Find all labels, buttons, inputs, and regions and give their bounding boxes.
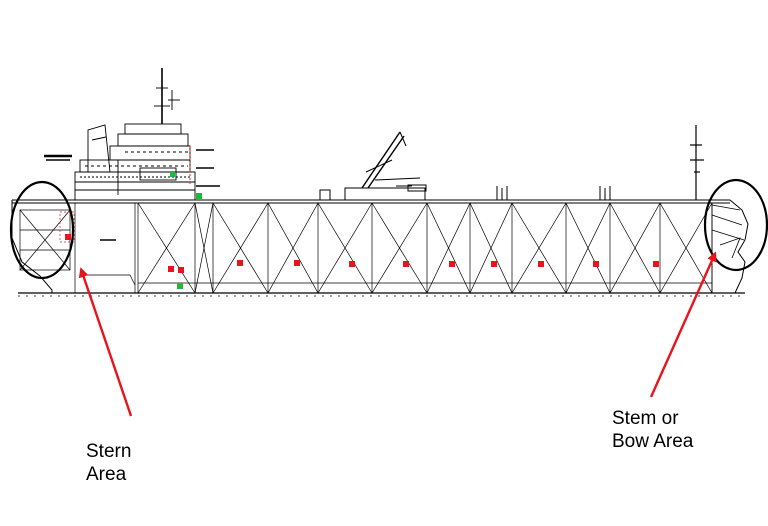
green-markers bbox=[170, 172, 202, 289]
bracing-line bbox=[317, 202, 373, 294]
cargo-holds bbox=[137, 202, 713, 294]
bracing-line bbox=[426, 202, 471, 294]
bracing-line bbox=[469, 202, 513, 294]
bow-highlight-ellipse bbox=[703, 178, 768, 272]
hull bbox=[11, 199, 749, 297]
red-marker bbox=[538, 261, 544, 267]
bracing-line bbox=[137, 202, 196, 294]
bracing-line bbox=[194, 202, 214, 294]
red-marker bbox=[294, 260, 300, 266]
red-marker bbox=[237, 260, 243, 266]
red-marker bbox=[349, 261, 355, 267]
engine-room bbox=[19, 203, 136, 293]
red-marker bbox=[491, 261, 497, 267]
stern-highlight-ellipse bbox=[9, 180, 75, 280]
red-marker bbox=[449, 261, 455, 267]
bracing-line bbox=[659, 202, 713, 294]
superstructure bbox=[44, 68, 220, 201]
bow-arrow bbox=[649, 251, 717, 398]
deck-crane bbox=[344, 131, 427, 201]
deck-fittings bbox=[319, 185, 611, 201]
bracing-line bbox=[565, 202, 611, 294]
bracing-line bbox=[609, 202, 661, 294]
bracing-line bbox=[212, 202, 269, 294]
bracing-line bbox=[267, 202, 319, 294]
stern-area-label: Stern Area bbox=[86, 441, 132, 485]
bracing-line bbox=[511, 202, 567, 294]
fore-mast bbox=[690, 125, 704, 200]
stern-arrow bbox=[78, 267, 133, 417]
bow-interior bbox=[711, 203, 745, 293]
red-marker bbox=[168, 266, 174, 272]
red-marker bbox=[178, 267, 184, 273]
red-marker bbox=[653, 261, 659, 267]
red-marker bbox=[403, 261, 409, 267]
red-marker bbox=[593, 261, 599, 267]
hold-markers bbox=[65, 234, 659, 273]
bracing-line bbox=[371, 202, 428, 294]
bow-area-label: Stem or Bow Area bbox=[612, 408, 694, 452]
red-marker bbox=[65, 234, 71, 240]
